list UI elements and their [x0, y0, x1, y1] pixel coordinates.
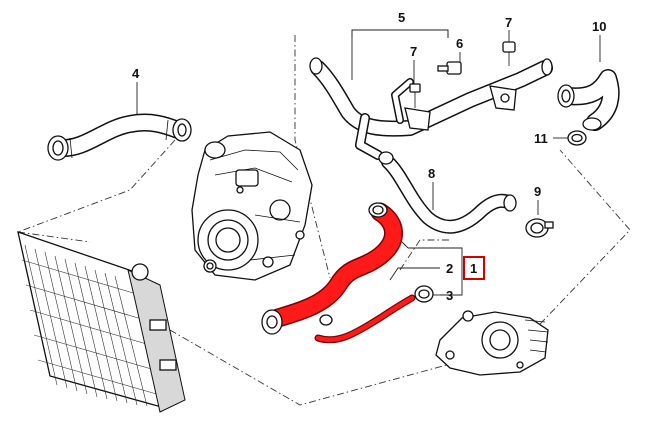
callout-10: 10: [592, 19, 606, 34]
callout-7-right: 7: [505, 15, 512, 30]
part-8-middle-hose: [378, 151, 517, 234]
callout-2: 2: [446, 261, 453, 276]
callout-6: 6: [456, 36, 463, 51]
assembly-boundary-lines: [17, 35, 631, 406]
part-5-upper-pipe: [309, 57, 553, 160]
bolt-6: [437, 61, 462, 75]
callout-11: 11: [534, 131, 548, 146]
leader-lines: [136, 29, 601, 296]
part-3-clamp: [414, 285, 434, 303]
water-pump-thermostat-housing: [191, 131, 313, 281]
callout-labels: 1 2 3 4 5 6 7 7 8 9 10 11: [132, 10, 606, 303]
callout-4: 4: [132, 66, 140, 81]
bolts: [409, 41, 516, 108]
part-4-upper-hose: [47, 113, 192, 161]
callout-1-highlight-box: [463, 256, 485, 280]
callout-7-left: 7: [410, 44, 417, 59]
callout-5: 5: [398, 10, 405, 25]
lower-housing: [435, 310, 549, 376]
callout-3: 3: [446, 288, 453, 303]
callout-8: 8: [428, 166, 435, 181]
part-9-clamp: [525, 218, 554, 238]
radiator: [17, 231, 186, 413]
bolt-7-left: [409, 83, 421, 108]
bolt-7-right: [502, 41, 516, 66]
part-10-right-hose: [557, 69, 620, 131]
callout-9: 9: [534, 184, 541, 199]
part-11-clamp: [567, 130, 587, 146]
part-1-highlighted-hose: [261, 202, 416, 344]
callout-1: 1: [470, 261, 477, 276]
